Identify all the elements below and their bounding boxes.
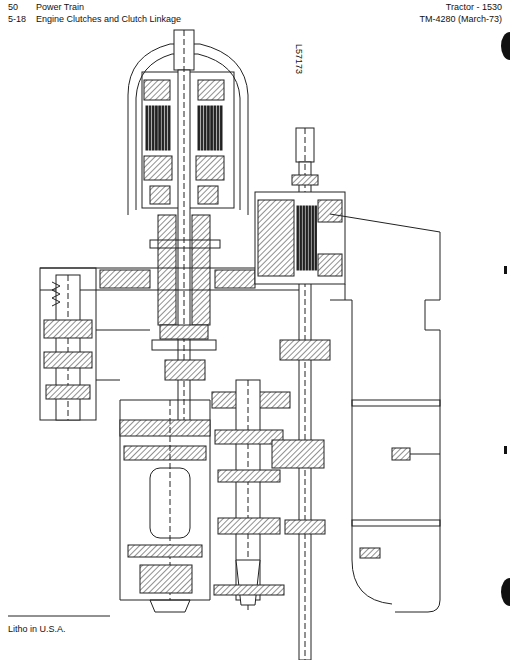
clutch-housing — [144, 156, 172, 180]
left-shaft-assembly — [44, 352, 92, 368]
pto-clutch — [318, 254, 342, 276]
output-shaft-gears — [236, 560, 260, 605]
countershaft-gears — [120, 400, 210, 600]
countershaft-gears — [120, 400, 210, 612]
left-shaft-assembly — [96, 380, 120, 381]
left-shaft-assembly — [40, 268, 96, 420]
pto-clutch — [285, 520, 325, 534]
transmission-case — [330, 214, 440, 612]
clutch-housing — [152, 106, 154, 150]
bolt — [410, 454, 440, 455]
registration-mark — [504, 446, 507, 454]
clutch-housing — [144, 80, 170, 100]
clutch-housing — [156, 106, 158, 150]
clutch-housing — [196, 156, 224, 180]
input-shaft — [158, 215, 176, 325]
pto-clutch — [280, 340, 330, 360]
transmission-case — [352, 520, 440, 526]
registration-mark — [501, 32, 510, 606]
left-shaft-assembly — [96, 330, 150, 331]
countershaft-gears — [128, 545, 202, 557]
pto-clutch — [297, 206, 316, 270]
output-shaft-gears — [218, 470, 280, 482]
transmission-case — [345, 284, 346, 300]
pto-clutch — [300, 206, 301, 270]
pto-clutch — [303, 206, 304, 270]
pto-clutch — [297, 206, 298, 270]
pto-clutch — [255, 192, 345, 284]
registration-mark — [501, 578, 510, 606]
output-shaft-gears — [214, 585, 284, 595]
countershaft-gears — [140, 565, 192, 593]
clutch-housing — [198, 80, 224, 100]
clutch-housing — [208, 106, 210, 150]
clutch-housing — [198, 106, 200, 150]
pto-clutch — [309, 206, 310, 270]
clutch-housing — [150, 186, 170, 204]
pto-clutch — [272, 440, 324, 468]
housing-flange — [100, 270, 150, 288]
input-shaft — [150, 30, 220, 430]
clutch-housing — [159, 106, 161, 150]
clutch-housing — [165, 106, 167, 150]
left-shaft-assembly — [52, 282, 60, 306]
transmission-case — [360, 548, 380, 558]
pto-clutch — [312, 206, 313, 270]
pto-clutch — [258, 200, 294, 276]
clutch-housing — [211, 106, 213, 150]
transmission-case — [352, 400, 440, 406]
input-shaft — [150, 240, 220, 248]
manual-model: Tractor - 1530 — [446, 2, 502, 13]
clutch-housing — [162, 106, 164, 150]
input-shaft — [152, 340, 216, 350]
bolt — [392, 448, 440, 460]
clutch-housing — [217, 106, 219, 150]
clutch-housing — [168, 106, 170, 150]
clutch-housing — [204, 106, 206, 150]
pto-shaft — [292, 175, 318, 185]
transmission-case — [330, 214, 440, 612]
clutch-housing — [220, 106, 222, 150]
clutch-housing — [214, 106, 216, 150]
clutch-housing — [198, 186, 218, 204]
pto-clutch — [318, 200, 342, 222]
countershaft-gears — [124, 446, 206, 460]
left-shaft-assembly — [40, 268, 150, 420]
input-shaft — [160, 325, 208, 339]
left-shaft-assembly — [44, 320, 92, 338]
pto-clutch — [255, 192, 345, 534]
housing-flange — [215, 270, 255, 288]
clutch-housing — [201, 106, 203, 150]
page-number: 50 — [8, 2, 18, 13]
input-shaft — [165, 360, 205, 380]
section-title: Power Train — [36, 2, 84, 13]
registration-mark — [501, 32, 510, 60]
cross-section-drawing — [8, 30, 440, 660]
figure-number: L57173 — [292, 44, 305, 74]
clutch-housing — [146, 106, 148, 150]
output-shaft-gears — [212, 380, 290, 610]
page-number: 5-18 — [8, 14, 26, 25]
left-shaft-assembly — [46, 385, 90, 399]
printer-note: Litho in U.S.A. — [8, 624, 66, 635]
transmission-case — [330, 300, 392, 604]
bolt — [392, 448, 410, 460]
output-shaft-gears — [218, 518, 280, 534]
countershaft-gears — [150, 600, 190, 612]
registration-mark — [504, 266, 507, 274]
manual-number: TM-4280 (March-73) — [419, 14, 502, 25]
input-shaft — [192, 215, 210, 325]
section-title: Engine Clutches and Clutch Linkage — [36, 14, 181, 25]
footer-rule — [8, 616, 110, 617]
pto-clutch — [306, 206, 307, 270]
pto-clutch — [315, 206, 316, 270]
countershaft-gears — [120, 420, 210, 436]
clutch-housing — [149, 106, 151, 150]
